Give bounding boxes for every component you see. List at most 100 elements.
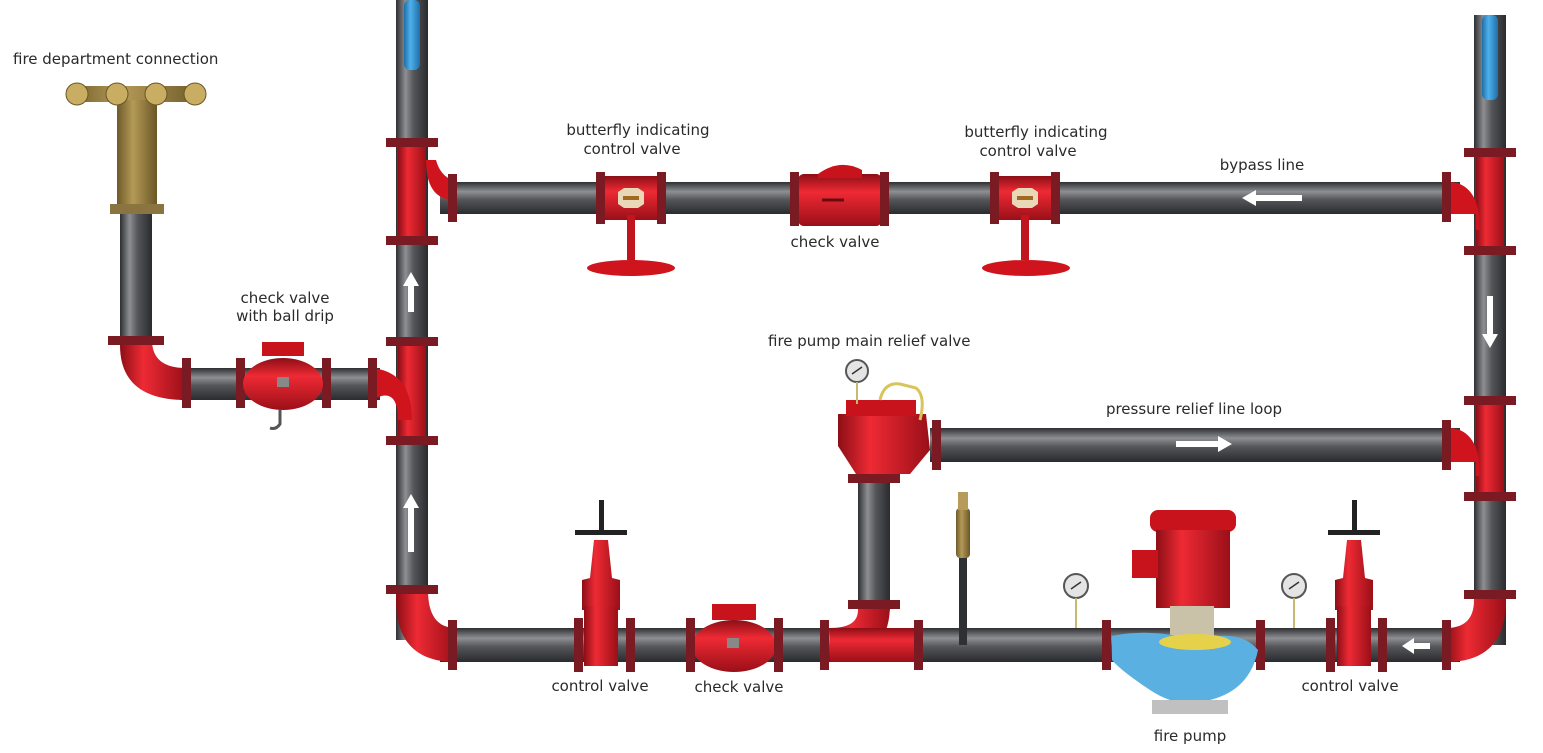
indicator-slot (623, 196, 639, 200)
flange (1464, 590, 1516, 599)
flange (1464, 246, 1516, 255)
flange (848, 600, 900, 609)
label-butterfly-valve-1-line1: butterfly indicating (566, 121, 709, 139)
flange (1326, 618, 1335, 672)
valve-yoke (1335, 540, 1373, 610)
label-fire-department-connection: fire department connection (13, 50, 218, 68)
valve-body (584, 606, 618, 666)
fire-pump (1063, 510, 1307, 714)
indicator-slot (1017, 196, 1033, 200)
gauge-needle (1070, 581, 1082, 590)
flange (1442, 172, 1451, 222)
flange (880, 172, 889, 226)
flange (914, 620, 923, 670)
valve-body (1337, 606, 1371, 666)
pump-coupling (1170, 606, 1214, 636)
butterfly-valve-2 (982, 172, 1070, 276)
left-upper-tee-branch (426, 160, 452, 200)
flange (386, 236, 438, 245)
flange (236, 358, 245, 408)
pump-junction-box (1132, 550, 1158, 578)
labels: fire department connection check valve w… (13, 50, 1399, 745)
flange (108, 336, 164, 345)
pump-volute (1112, 632, 1258, 704)
flange (848, 474, 900, 483)
gauge-needle (1288, 581, 1300, 590)
fdc-vertical-pipe (120, 210, 152, 340)
valve-cover (262, 342, 304, 356)
label-pressure-relief-loop: pressure relief line loop (1106, 400, 1282, 418)
fdc-elbow (120, 340, 186, 400)
bypass-flow-arrow (1242, 190, 1302, 206)
left-riser-lower-flow-arrow (403, 494, 419, 552)
pilot-tubing (878, 382, 924, 421)
fire-department-connection (65, 82, 207, 214)
fdc-inlet-cap (144, 82, 168, 106)
flow-arrows (403, 190, 1498, 654)
pump-base (1152, 700, 1228, 714)
flange (657, 172, 666, 224)
valve-yoke (582, 540, 620, 610)
ball-drip (269, 410, 282, 430)
flange (448, 620, 457, 670)
flange (1464, 396, 1516, 405)
right-upper-tee-branch (1450, 182, 1480, 230)
flange (1256, 620, 1265, 670)
fittings (120, 142, 1506, 662)
flange (820, 620, 829, 670)
valve-cap (958, 492, 968, 510)
label-butterfly-valve-1-line2: control valve (583, 140, 680, 158)
gauge-needle (851, 366, 863, 375)
label-check-valve-ball-drip-line2: with ball drip (236, 307, 334, 325)
valve-nameplate (277, 377, 289, 387)
casing-relief-valve (956, 492, 970, 558)
relief-loop-flow-arrow (1176, 436, 1232, 452)
valve-body (956, 508, 970, 558)
label-main-relief-valve: fire pump main relief valve (768, 332, 970, 350)
valve-stem (1021, 215, 1029, 260)
flange (386, 138, 438, 147)
label-bypass-line: bypass line (1220, 156, 1305, 174)
flange (386, 436, 438, 445)
flange (990, 172, 999, 224)
control-valve-left (574, 500, 635, 672)
flange (1464, 148, 1516, 157)
butterfly-valve-1 (587, 172, 675, 276)
control-valve-right (1326, 500, 1387, 672)
main-relief-valve (838, 359, 930, 474)
flange (368, 358, 377, 408)
flange (596, 172, 605, 224)
valve-stem (627, 215, 635, 260)
fdc-inlet-cap (183, 82, 207, 106)
flange (774, 618, 783, 672)
fdc-body (117, 100, 157, 206)
flange (386, 337, 438, 346)
fdc-inlet-cap (105, 82, 129, 106)
label-control-valve-right: control valve (1301, 677, 1398, 695)
flange (574, 618, 583, 672)
fdc-manifold (66, 86, 206, 102)
flange (386, 585, 438, 594)
left-riser-water (404, 0, 420, 70)
red-spool (830, 628, 922, 662)
flange (932, 420, 941, 470)
left-riser-upper-flow-arrow (403, 272, 419, 312)
label-check-valve-bottom: check valve (694, 678, 783, 696)
valve-nameplate (727, 638, 739, 648)
label-control-valve-left: control valve (551, 677, 648, 695)
label-check-valve-top: check valve (790, 233, 879, 251)
right-riser-water (1482, 15, 1498, 100)
valve-spindle (1352, 500, 1357, 534)
check-valve-top (790, 164, 889, 226)
flange (182, 358, 191, 408)
check-valve-bottom (686, 604, 783, 672)
fdc-base-flange (110, 204, 164, 214)
valve-body (838, 414, 930, 474)
suction-flow-arrow (1402, 638, 1430, 654)
handwheel (982, 260, 1070, 276)
fdc-inlet-cap (65, 82, 89, 106)
flange (686, 618, 695, 672)
left-upper-tee (398, 142, 426, 242)
valve-cover (712, 604, 756, 620)
